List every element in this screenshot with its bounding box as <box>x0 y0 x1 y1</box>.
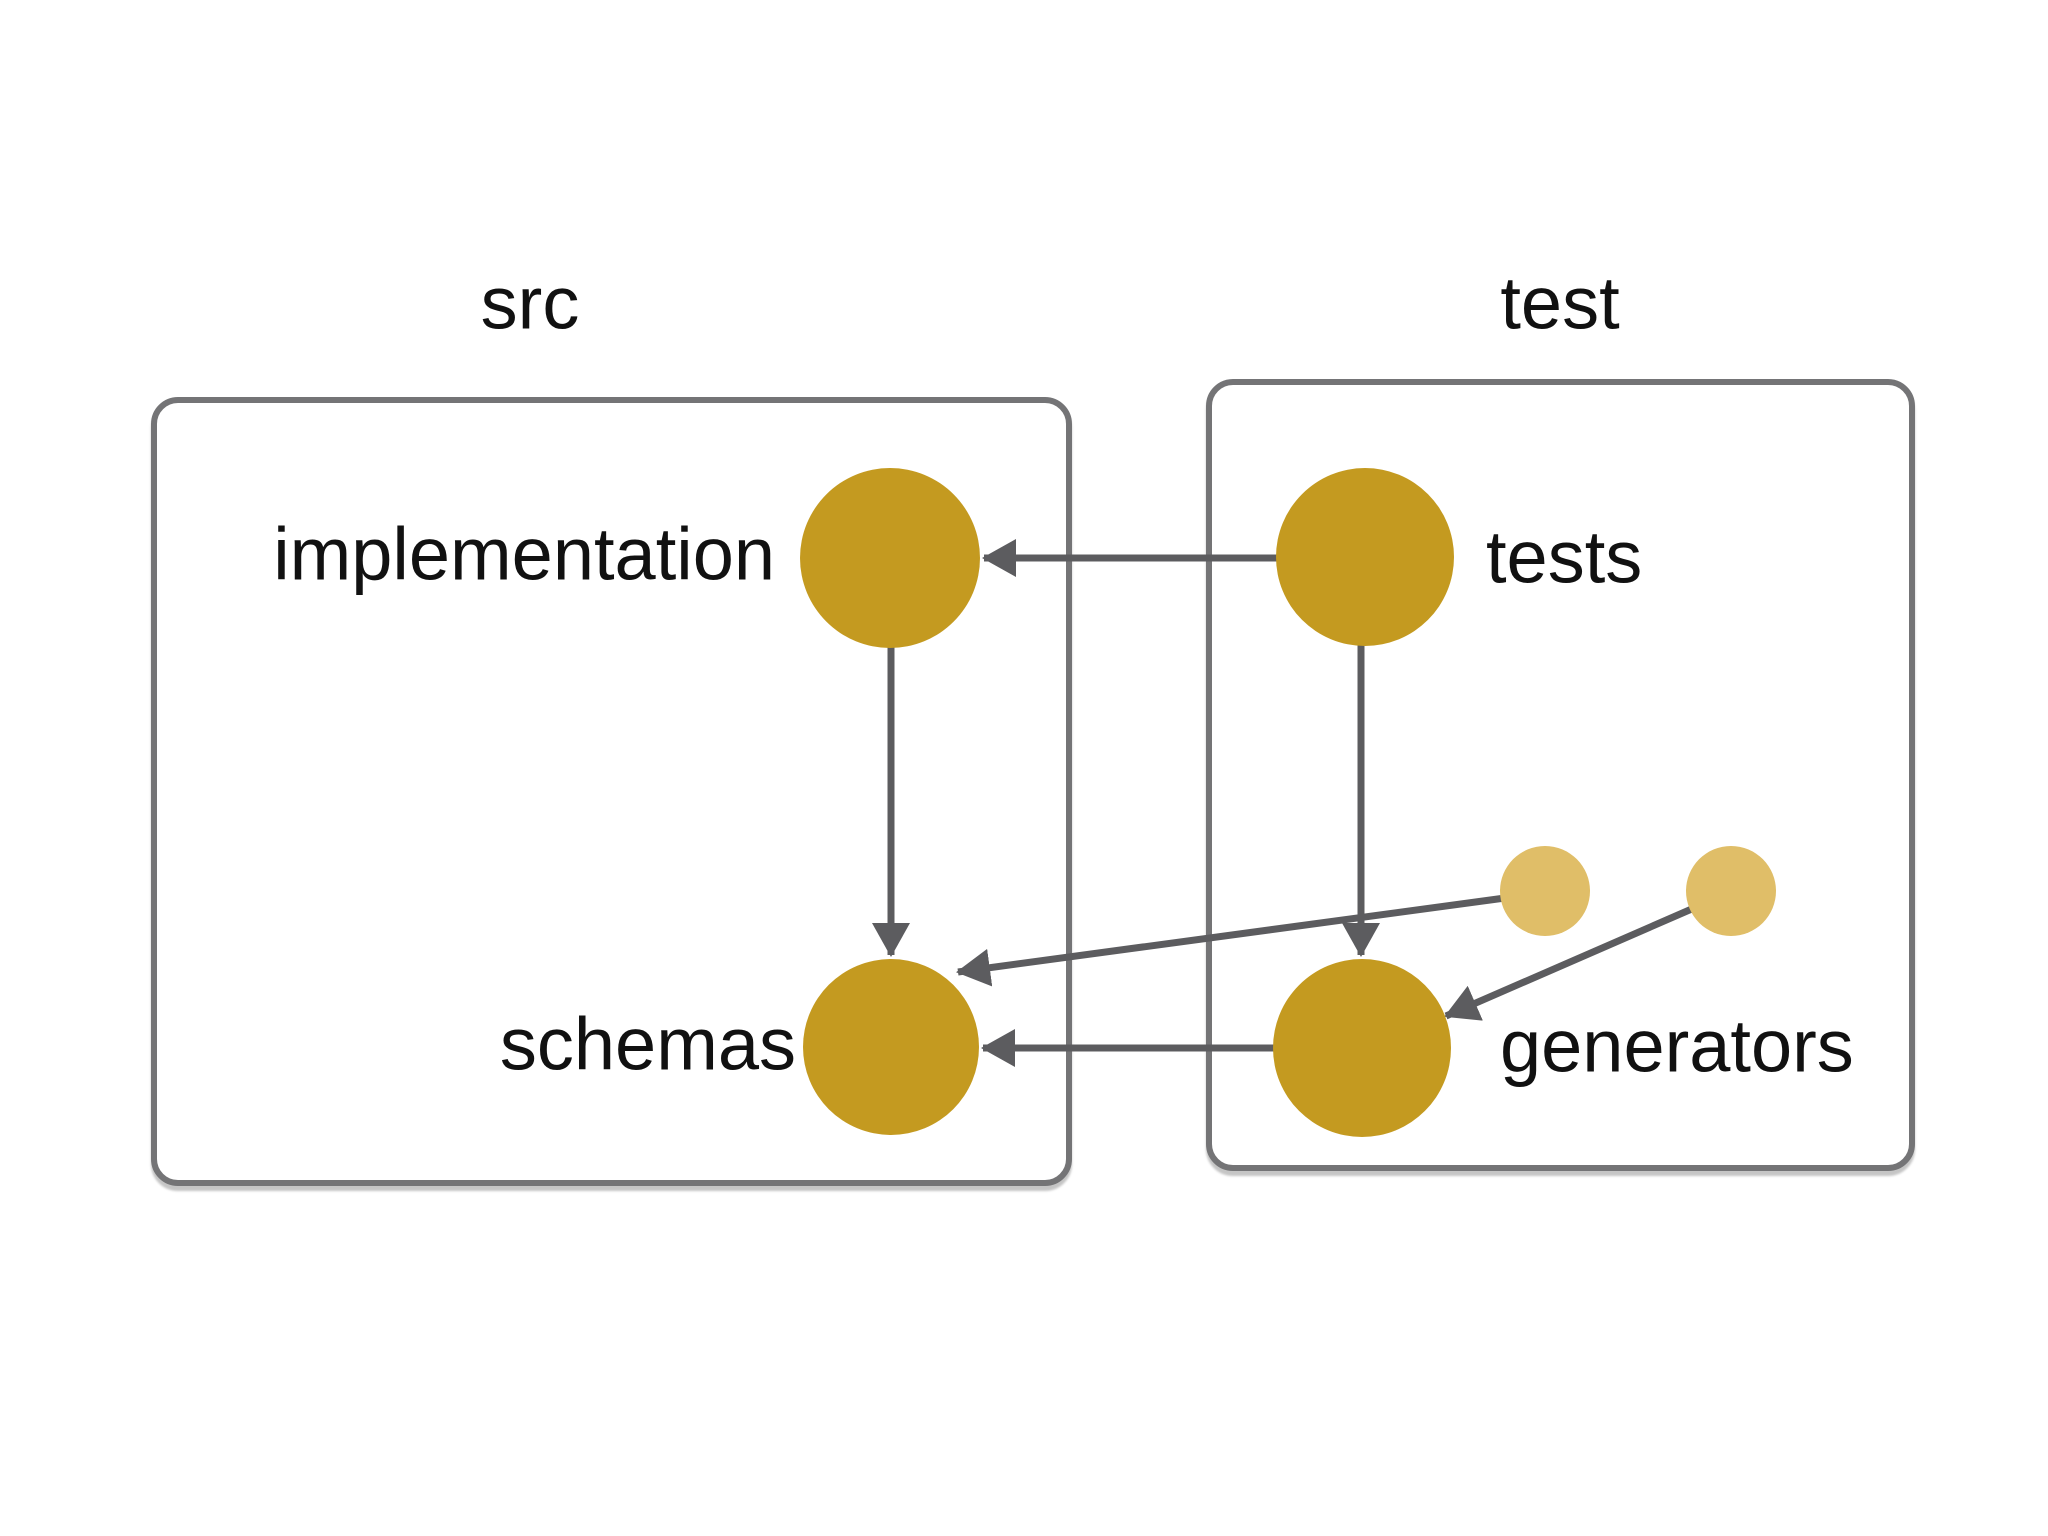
edge-layer <box>872 539 1696 1067</box>
node-generators <box>1273 959 1451 1137</box>
label-tests: tests <box>1486 516 1642 599</box>
node-implementation <box>800 468 980 648</box>
label-schemas: schemas <box>500 1003 796 1086</box>
node-unlabeled-1 <box>1500 846 1590 936</box>
label-layer: implementation tests schemas generators <box>273 513 1854 1088</box>
label-generators: generators <box>1500 1005 1854 1088</box>
edge-unlabeled1-to-schemas <box>956 894 1506 987</box>
src-box-title: src <box>481 262 580 345</box>
node-layer <box>800 468 1776 1137</box>
label-implementation: implementation <box>273 513 775 596</box>
edge-unlabeled2-to-generators <box>1444 904 1696 1021</box>
node-tests <box>1276 468 1454 646</box>
node-schemas <box>803 959 979 1135</box>
test-box-title: test <box>1500 262 1620 345</box>
node-unlabeled-2 <box>1686 846 1776 936</box>
